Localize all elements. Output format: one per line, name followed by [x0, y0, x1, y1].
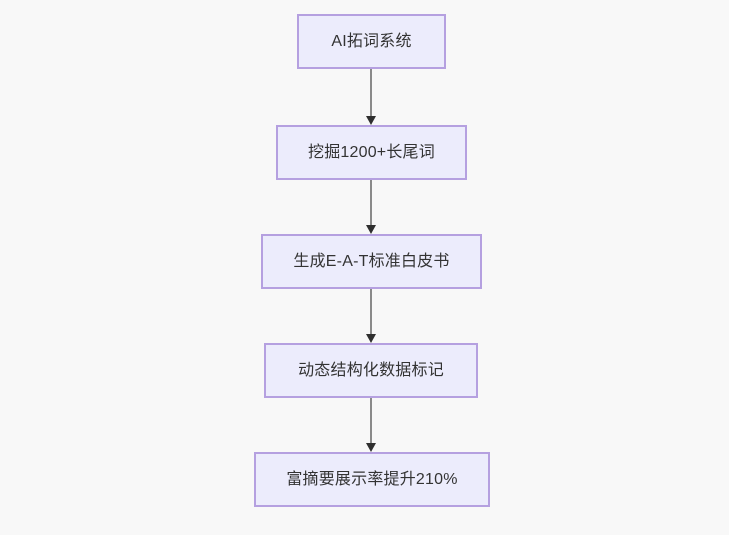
node-rich-snippet-uplift[interactable]: 富摘要展示率提升210%: [254, 452, 490, 507]
arrowhead-down-icon: [366, 116, 376, 125]
node-ai-keyword-system[interactable]: AI拓词系统: [297, 14, 446, 69]
node-label: 挖掘1200+长尾词: [308, 143, 435, 161]
connector-line: [370, 398, 372, 444]
node-dynamic-structured-data[interactable]: 动态结构化数据标记: [264, 343, 478, 398]
connector-line: [370, 180, 372, 226]
flow-connector-1: [366, 69, 376, 125]
connector-line: [370, 289, 372, 335]
arrowhead-down-icon: [366, 334, 376, 343]
node-label: 动态结构化数据标记: [298, 361, 444, 379]
flow-connector-2: [366, 180, 376, 234]
node-generate-eat-whitepaper[interactable]: 生成E-A-T标准白皮书: [261, 234, 482, 289]
arrowhead-down-icon: [366, 443, 376, 452]
flow-connector-3: [366, 289, 376, 343]
connector-line: [370, 69, 372, 117]
arrowhead-down-icon: [366, 225, 376, 234]
node-mine-longtail[interactable]: 挖掘1200+长尾词: [276, 125, 467, 180]
node-label: 富摘要展示率提升210%: [286, 470, 458, 488]
flow-connector-4: [366, 398, 376, 452]
node-label: 生成E-A-T标准白皮书: [293, 252, 450, 270]
node-label: AI拓词系统: [331, 32, 412, 50]
